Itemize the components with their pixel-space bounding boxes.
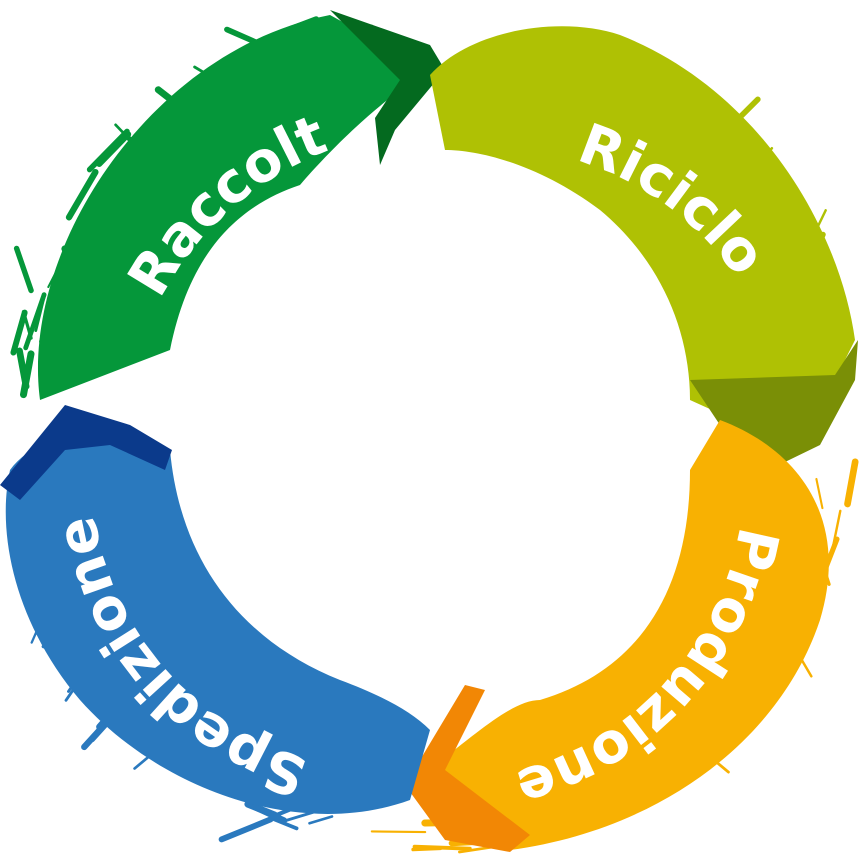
brush-bristle [34, 293, 46, 333]
brush-bristle [411, 846, 443, 852]
brush-bristle [218, 816, 274, 843]
brush-bristle [251, 803, 288, 824]
brush-bristle [16, 347, 30, 390]
brush-bristle [844, 458, 859, 508]
brush-bristle [21, 310, 33, 340]
brush-bristle [412, 844, 472, 851]
raccolta-band [37, 15, 431, 400]
produzione-arrow-cap [405, 685, 530, 852]
brush-bristle [10, 309, 28, 356]
raccolta-arrow-cap [330, 10, 445, 165]
center-hole [185, 185, 695, 675]
spedizione-band [5, 432, 431, 814]
brush-bristle [308, 815, 334, 825]
brush-bristle [815, 477, 824, 510]
brush-bristle [96, 131, 132, 167]
produzione-band [415, 420, 829, 850]
brush-bristle [65, 168, 99, 221]
riciclo-band [430, 26, 855, 451]
spedizione-arrow-cap [0, 405, 172, 500]
brush-bristle [13, 245, 34, 294]
brush-bristle [23, 292, 47, 351]
brush-bristle [370, 830, 427, 834]
brush-bristle [86, 128, 130, 173]
brush-bristle [284, 810, 316, 822]
